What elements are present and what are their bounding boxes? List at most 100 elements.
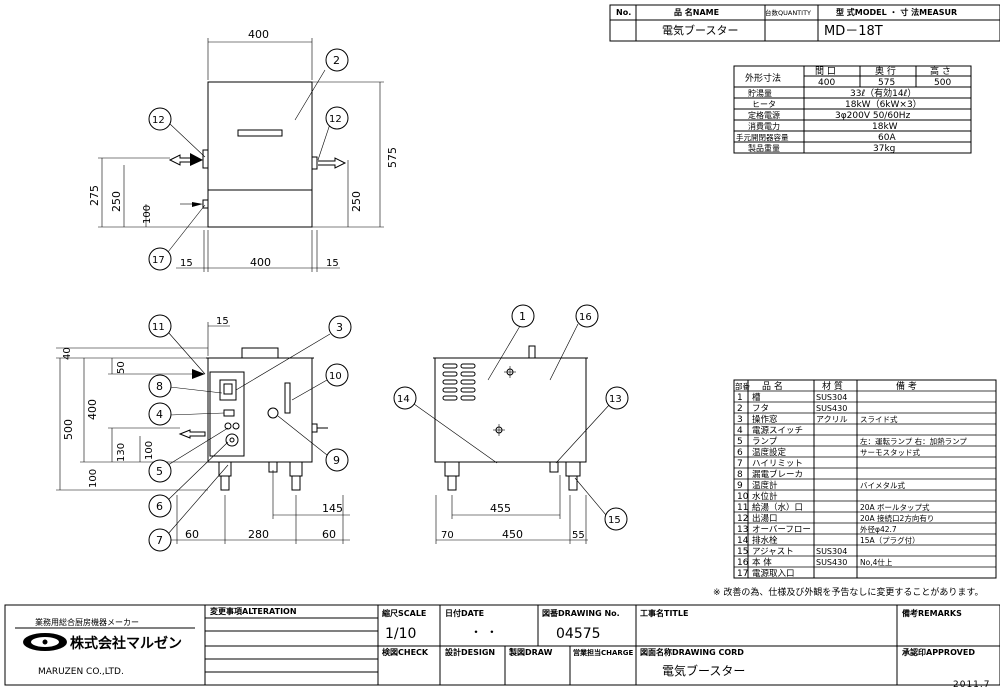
parts-cell-material: アクリル xyxy=(816,415,848,424)
dim-50: 50 xyxy=(116,361,127,374)
parts-cell-name: 温度計 xyxy=(752,480,778,491)
callout-3: 3 xyxy=(336,321,343,334)
no-label: No. xyxy=(616,8,631,17)
spec-value-breaker: 60A xyxy=(878,133,896,143)
parts-cell-name: 電源スイッチ xyxy=(752,426,803,436)
parts-cell-no: 10 xyxy=(737,492,749,502)
parts-header-1: 品 名 xyxy=(762,380,783,392)
change-notice: ※ 改善の為、仕様及び外観を予告なしに変更することがあります。 xyxy=(713,588,984,598)
arrow-out-right xyxy=(318,157,347,169)
spec-value-width: 400 xyxy=(818,78,835,88)
parts-cell-name: 排水栓 xyxy=(752,535,778,546)
parts-cell-no: 12 xyxy=(737,514,748,524)
design-label: 設計DESIGN xyxy=(445,647,495,657)
drawing-no-label: 図番DRAWING No. xyxy=(542,608,620,618)
footer-block: 業務用総合厨房機器メーカー 株式会社マルゼン MARUZEN CO.,LTD. … xyxy=(4,604,1000,686)
dim-250-left: 250 xyxy=(110,191,123,212)
parts-cell-no: 13 xyxy=(737,525,748,535)
parts-cell-note: 20A 接続口2方向有り xyxy=(860,513,934,523)
qty-label: 台数QUANTITY xyxy=(765,8,811,17)
callout-12-right: 12 xyxy=(329,114,342,125)
callout-12-left: 12 xyxy=(152,115,165,126)
title-block: No. 品 名NAME 台数QUANTITY 型 式MODEL ・ 寸 法MEA… xyxy=(609,4,1000,42)
parts-cell-note: スライド式 xyxy=(860,414,898,424)
parts-cell-name: 本 体 xyxy=(752,557,772,568)
dim-60-right: 60 xyxy=(322,528,336,541)
parts-cell-no: 1 xyxy=(737,393,743,403)
dim-40: 40 xyxy=(62,347,73,360)
dim-70: 70 xyxy=(441,530,454,541)
model-value: MD－18T xyxy=(824,24,883,39)
parts-cell-name: ランプ xyxy=(752,437,778,447)
parts-cell-no: 17 xyxy=(737,569,748,579)
parts-cell-no: 15 xyxy=(737,547,748,557)
dim-280: 280 xyxy=(248,528,269,541)
parts-cell-no: 14 xyxy=(737,536,749,546)
parts-header-2: 材 質 xyxy=(822,380,843,392)
parts-cell-no: 16 xyxy=(737,558,749,568)
parts-cell-name: 操作窓 xyxy=(752,414,778,425)
spec-value-power-source: 3φ200V 50/60Hz xyxy=(835,111,911,121)
alteration-label: 変更事項ALTERATION xyxy=(210,606,297,616)
callout-7: 7 xyxy=(156,534,163,547)
dim-250-right: 250 xyxy=(350,191,363,212)
callout-17: 17 xyxy=(152,255,165,266)
spec-table: 外形寸法 間 口 奥 行 高 さ 400 575 500 貯湯量 33ℓ（有効1… xyxy=(733,65,972,154)
dim-400-front: 400 xyxy=(86,399,99,420)
dim-130: 130 xyxy=(116,443,127,462)
callout-5: 5 xyxy=(156,465,163,478)
parts-cell-name: アジャスト xyxy=(752,547,794,557)
parts-cell-no: 4 xyxy=(737,426,743,436)
parts-cell-note: 左：運転ランプ 右：加熱ランプ xyxy=(860,436,967,446)
spec-label-heater: ヒータ xyxy=(752,100,776,109)
product-name: 電気ブースター xyxy=(662,23,738,37)
spec-label-consumption: 消費電力 xyxy=(748,121,780,131)
dim-100-inlet: 100 xyxy=(144,441,155,460)
maruzen-logo xyxy=(23,633,67,651)
parts-cell-note: 外径φ42.7 xyxy=(860,524,897,534)
callout-2: 2 xyxy=(333,54,340,67)
callout-15: 15 xyxy=(608,515,621,526)
dim-15-right: 15 xyxy=(326,258,339,269)
dim-500: 500 xyxy=(62,419,75,440)
spec-label-capacity: 貯湯量 xyxy=(748,88,772,98)
parts-cell-note: No,4仕上 xyxy=(860,557,893,567)
parts-cell-note: サーモスタッド式 xyxy=(860,447,920,457)
spec-value-capacity: 33ℓ（有効14ℓ） xyxy=(850,87,916,99)
callout-4: 4 xyxy=(156,408,163,421)
maker-name: 株式会社マルゼン xyxy=(70,635,182,652)
dim-455: 455 xyxy=(490,502,511,515)
callout-6: 6 xyxy=(156,500,163,513)
parts-cell-name: ハイリミット xyxy=(752,459,803,469)
dim-60-left: 60 xyxy=(185,528,199,541)
parts-cell-no: 5 xyxy=(737,437,743,447)
scale-label: 縮尺SCALE xyxy=(382,608,426,618)
check-label: 検図CHECK xyxy=(382,647,429,657)
parts-cell-no: 9 xyxy=(737,481,743,491)
callouts: 2 12 12 17 11 3 8 10 4 9 5 6 7 xyxy=(148,48,629,552)
dim-275: 275 xyxy=(88,185,101,206)
dim-15-left: 15 xyxy=(180,258,193,269)
parts-cell-name: 電源取入口 xyxy=(752,569,795,579)
parts-cell-name: 給湯（水）口 xyxy=(752,502,803,513)
parts-cell-material: SUS430 xyxy=(816,404,847,413)
parts-cell-name: 温度設定 xyxy=(752,447,787,458)
parts-cell-name: 槽 xyxy=(752,392,761,403)
spec-label-power-source: 定格電源 xyxy=(748,110,780,120)
dim-100: 100 xyxy=(142,205,153,224)
top-view: 400 575 250 275 250 100 15 400 15 xyxy=(88,28,399,272)
parts-cell-no: 11 xyxy=(737,503,748,513)
side-view: 455 70 450 55 xyxy=(433,345,588,544)
scale-value: 1/10 xyxy=(385,626,416,642)
maker-caption: 業務用総合厨房機器メーカー xyxy=(35,617,139,627)
date-value: ・ ・ xyxy=(470,625,498,639)
remarks-label: 備考REMARKS xyxy=(902,608,962,618)
parts-header-3: 備 考 xyxy=(896,380,917,392)
parts-header-0: 部番 xyxy=(735,381,750,391)
callout-1: 1 xyxy=(519,310,526,323)
spec-head-depth: 奥 行 xyxy=(875,65,896,77)
parts-cell-name: 漏電ブレーカ xyxy=(752,469,803,480)
spec-label-breaker: 手元開閉器容量 xyxy=(736,132,789,142)
dim-145: 145 xyxy=(322,502,343,515)
